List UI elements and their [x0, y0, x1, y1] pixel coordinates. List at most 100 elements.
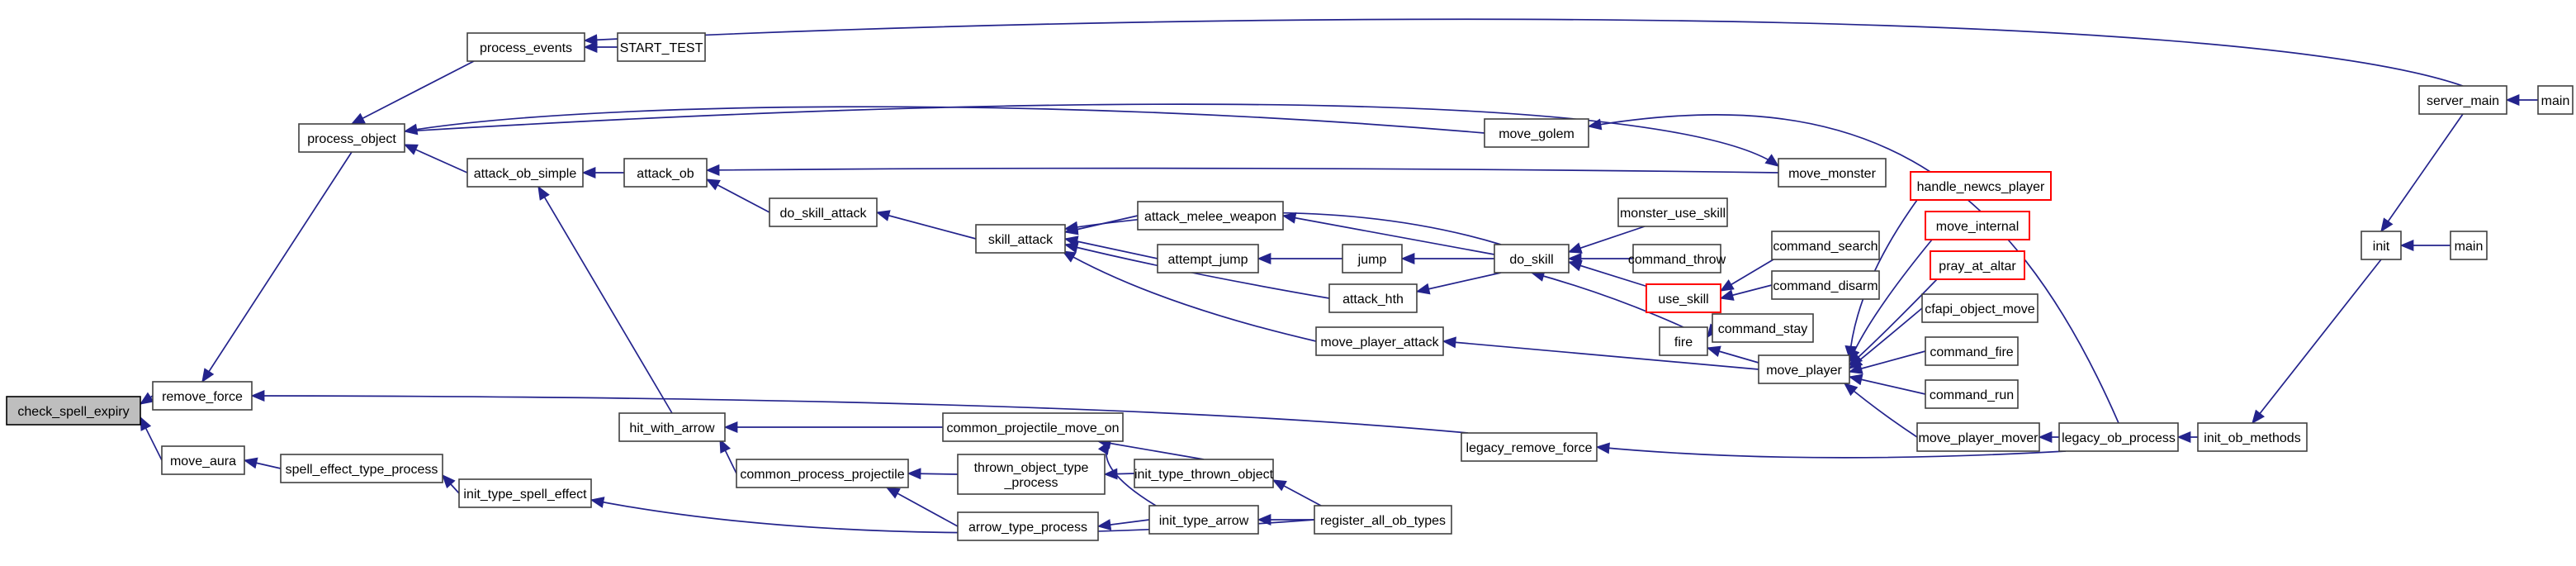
node-attack_hth[interactable]: attack_hth	[1328, 283, 1418, 313]
node-box-init_type_spell_effect[interactable]	[458, 478, 592, 508]
node-box-move_golem[interactable]	[1484, 118, 1589, 148]
node-box-use_skill[interactable]	[1646, 283, 1721, 313]
node-box-skill_attack[interactable]	[975, 224, 1066, 254]
node-command_search[interactable]: command_search	[1771, 231, 1880, 260]
node-init_type_thrown_object[interactable]: init_type_thrown_object	[1134, 459, 1274, 488]
node-pray_at_altar[interactable]: pray_at_altar	[1930, 250, 2025, 280]
node-spell_effect_type_process[interactable]: spell_effect_type_process	[280, 454, 443, 483]
node-attack_ob[interactable]: attack_ob	[623, 158, 708, 188]
node-move_golem[interactable]: move_golem	[1484, 118, 1589, 148]
edge-move_player_mover-calls-move_player	[1843, 383, 1918, 438]
node-box-attack_hth[interactable]	[1328, 283, 1418, 313]
node-box-attempt_jump[interactable]	[1157, 244, 1259, 273]
node-command_disarm[interactable]: command_disarm	[1771, 270, 1880, 300]
node-box-legacy_ob_process[interactable]	[2058, 422, 2179, 452]
node-box-attack_ob[interactable]	[623, 158, 708, 188]
node-box-cfapi_object_move[interactable]	[1921, 293, 2039, 323]
node-box-START_TEST[interactable]	[617, 32, 706, 62]
node-command_stay[interactable]: command_stay	[1712, 313, 1814, 343]
node-init_ob_methods[interactable]: init_ob_methods	[2197, 422, 2308, 452]
node-common_projectile_move_on[interactable]: common_projectile_move_on	[942, 412, 1124, 442]
node-monster_use_skill[interactable]: monster_use_skill	[1617, 197, 1728, 227]
node-box-hit_with_arrow[interactable]	[618, 412, 726, 442]
node-do_skill[interactable]: do_skill	[1494, 244, 1570, 273]
node-legacy_remove_force[interactable]: legacy_remove_force	[1461, 432, 1598, 462]
node-box-spell_effect_type_process[interactable]	[280, 454, 443, 483]
node-box-monster_use_skill[interactable]	[1617, 197, 1728, 227]
node-command_run[interactable]: command_run	[1925, 379, 2019, 409]
node-attack_ob_simple[interactable]: attack_ob_simple	[466, 158, 584, 188]
node-box-arrow_type_process[interactable]	[957, 511, 1099, 541]
node-process_object[interactable]: process_object	[298, 123, 405, 153]
node-register_all_ob_types[interactable]: register_all_ob_types	[1314, 505, 1452, 535]
node-box-process_object[interactable]	[298, 123, 405, 153]
node-START_TEST[interactable]: START_TEST	[617, 32, 706, 62]
node-box-init_ob_methods[interactable]	[2197, 422, 2308, 452]
node-box-move_player_mover[interactable]	[1916, 422, 2040, 452]
node-skill_attack[interactable]: skill_attack	[975, 224, 1066, 254]
node-box-init_type_thrown_object[interactable]	[1134, 459, 1274, 488]
node-box-handle_newcs_player[interactable]	[1910, 171, 2052, 201]
node-box-legacy_remove_force[interactable]	[1461, 432, 1598, 462]
node-box-move_player_attack[interactable]	[1315, 326, 1444, 356]
node-command_throw[interactable]: command_throw	[1628, 244, 1726, 273]
node-box-command_throw[interactable]	[1632, 244, 1721, 273]
node-box-main_top[interactable]	[2537, 85, 2574, 115]
node-box-command_search[interactable]	[1771, 231, 1880, 260]
node-legacy_ob_process[interactable]: legacy_ob_process	[2058, 422, 2179, 452]
node-move_player_mover[interactable]: move_player_mover	[1916, 422, 2040, 452]
node-use_skill[interactable]: use_skill	[1646, 283, 1721, 313]
node-box-common_projectile_move_on[interactable]	[942, 412, 1124, 442]
node-check_spell_expiry: check_spell_expiry	[6, 396, 141, 426]
node-common_process_projectile[interactable]: common_process_projectile	[736, 459, 909, 488]
node-move_player_attack[interactable]: move_player_attack	[1315, 326, 1444, 356]
node-main_top[interactable]: main	[2537, 85, 2574, 115]
node-box-command_stay[interactable]	[1712, 313, 1814, 343]
node-attempt_jump[interactable]: attempt_jump	[1157, 244, 1259, 273]
node-box-move_internal[interactable]	[1925, 211, 2030, 240]
node-box-remove_force[interactable]	[152, 381, 253, 411]
node-box-command_fire[interactable]	[1925, 336, 2019, 366]
node-box-move_monster[interactable]	[1778, 158, 1887, 188]
node-move_aura[interactable]: move_aura	[161, 445, 245, 475]
node-move_player[interactable]: move_player	[1758, 354, 1850, 384]
node-box-command_run[interactable]	[1925, 379, 2019, 409]
node-server_main[interactable]: server_main	[2418, 85, 2507, 115]
node-do_skill_attack[interactable]: do_skill_attack	[769, 197, 878, 227]
node-init_type_spell_effect[interactable]: init_type_spell_effect	[458, 478, 592, 508]
node-box-move_player[interactable]	[1758, 354, 1850, 384]
node-box-thrown_object_type_process[interactable]	[957, 454, 1106, 495]
node-box-main_mid[interactable]	[2450, 231, 2488, 260]
node-jump[interactable]: jump	[1342, 244, 1403, 273]
node-box-common_process_projectile[interactable]	[736, 459, 909, 488]
node-hit_with_arrow[interactable]: hit_with_arrow	[618, 412, 726, 442]
node-thrown_object_type_process[interactable]: thrown_object_type_process	[957, 454, 1106, 495]
node-box-register_all_ob_types[interactable]	[1314, 505, 1452, 535]
node-box-do_skill[interactable]	[1494, 244, 1570, 273]
node-attack_melee_weapon[interactable]: attack_melee_weapon	[1137, 201, 1284, 231]
node-move_monster[interactable]: move_monster	[1778, 158, 1887, 188]
node-arrow_type_process[interactable]: arrow_type_process	[957, 511, 1099, 541]
node-init_type_arrow[interactable]: init_type_arrow	[1148, 505, 1259, 535]
node-box-command_disarm[interactable]	[1771, 270, 1880, 300]
node-box-init_type_arrow[interactable]	[1148, 505, 1259, 535]
node-box-server_main[interactable]	[2418, 85, 2507, 115]
node-main_mid[interactable]: main	[2450, 231, 2488, 260]
node-remove_force[interactable]: remove_force	[152, 381, 253, 411]
node-box-move_aura[interactable]	[161, 445, 245, 475]
node-process_events[interactable]: process_events	[466, 32, 585, 62]
node-handle_newcs_player[interactable]: handle_newcs_player	[1910, 171, 2052, 201]
node-fire[interactable]: fire	[1659, 326, 1708, 356]
node-box-process_events[interactable]	[466, 32, 585, 62]
node-move_internal[interactable]: move_internal	[1925, 211, 2030, 240]
node-box-do_skill_attack[interactable]	[769, 197, 878, 227]
node-box-init[interactable]	[2361, 231, 2402, 260]
node-cfapi_object_move[interactable]: cfapi_object_move	[1921, 293, 2039, 323]
node-box-attack_ob_simple[interactable]	[466, 158, 584, 188]
node-box-fire[interactable]	[1659, 326, 1708, 356]
node-box-attack_melee_weapon[interactable]	[1137, 201, 1284, 231]
node-box-jump[interactable]	[1342, 244, 1403, 273]
node-init[interactable]: init	[2361, 231, 2402, 260]
node-box-pray_at_altar[interactable]	[1930, 250, 2025, 280]
node-command_fire[interactable]: command_fire	[1925, 336, 2019, 366]
